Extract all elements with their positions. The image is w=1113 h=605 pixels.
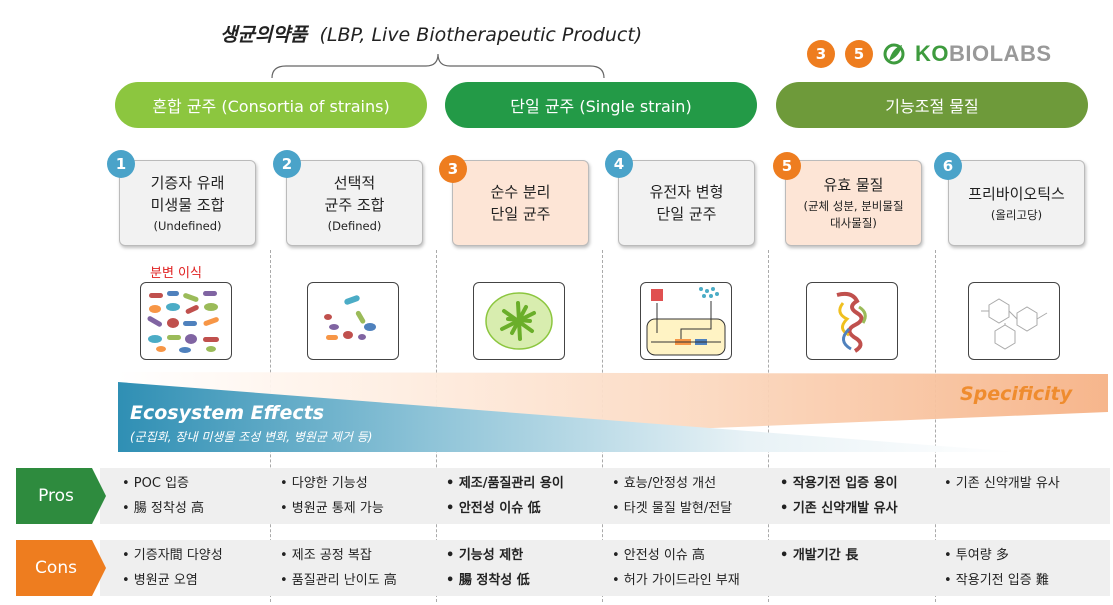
cons-cell: • 개발기간 長 [780,548,859,563]
number-badge: 3 [439,155,467,183]
pros-cell: • 작용기전 입증 용이• 기존 신약개발 유사 [780,476,898,516]
card-title: 순수 분리 단일 균주 [490,183,551,223]
card-pure-isolate: 순수 분리 단일 균주 [452,160,589,246]
cons-arrow [16,540,106,596]
column-divider [768,250,769,602]
logo-badge-5: 5 [845,40,873,68]
card-subtitle: (올리고당) [990,207,1043,222]
kobiolabs-logo: 3 5 KOBIOLABS [807,40,1052,68]
number-badge: 2 [273,150,301,178]
number-badge: 6 [934,152,962,180]
pros-cell: • 제조/품질관리 용이• 안전성 이슈 低 [446,476,564,516]
card-gmo-strain: 유전자 변형 단일 균주 [618,160,755,246]
column-divider [935,250,936,602]
header-consortia: 혼합 균주 (Consortia of strains) [115,82,427,128]
card-selective-combo: 선택적 균주 조합 (Defined) [286,160,423,246]
pros-row [100,468,1110,524]
oligosaccharide-illustration [968,282,1060,360]
pros-cell: • 효능/안정성 개선• 타겟 물질 발현/전달 [612,476,733,516]
cons-label: Cons [35,558,77,578]
number-badge: 4 [605,150,633,178]
card-prebiotics: 프리바이오틱스 (올리고당) [948,160,1085,246]
page-title: 생균의약품 (LBP, Live Biotherapeutic Product) [220,24,643,46]
card-subtitle: (Undefined) [153,218,222,233]
number-badge: 5 [773,152,801,180]
pros-cell: • POC 입증• 腸 정착성 高 [122,476,204,516]
selected-strains-illustration [307,282,399,360]
pros-cell: • 다양한 기능성• 병원균 통제 가능 [280,476,384,516]
cons-cell: • 안전성 이슈 高• 허가 가이드라인 부재 [612,548,740,588]
single-strain-illustration [473,282,565,360]
cons-cell: • 기증자間 다양성• 병원균 오염 [122,548,223,588]
ecosystem-label: Ecosystem Effects [130,402,325,424]
specificity-label: Specificity [960,383,1073,405]
gene-circuit-illustration [640,282,732,360]
cons-row [100,540,1110,596]
card-subtitle: (균체 성분, 분비물질 대사물질) [803,199,904,230]
header-modulators: 기능조절 물질 [776,82,1088,128]
card-active-substance: 유효 물질 (균체 성분, 분비물질 대사물질) [785,160,922,246]
mixed-microbes-illustration [140,282,232,360]
fmt-note: 분변 이식 [150,266,202,281]
leaf-icon [883,43,905,65]
card-title: 프리바이오틱스 [968,184,1065,203]
pros-cell: • 기존 신약개발 유사 [944,476,1060,491]
header-single-strain: 단일 균주 (Single strain) [445,82,757,128]
effects-gradient [118,372,1108,452]
logo-badge-3: 3 [807,40,835,68]
cons-cell: • 제조 공정 복잡• 품질관리 난이도 高 [280,548,397,588]
cons-cell: • 기능성 제한• 腸 정착성 低 [446,548,530,588]
card-title: 선택적 균주 조합 [324,173,385,214]
card-donor-derived: 기증자 유래 미생물 조합 (Undefined) [119,160,256,246]
card-title: 기증자 유래 미생물 조합 [150,173,225,214]
card-title: 유효 물질 [823,176,884,194]
number-badge: 1 [107,150,135,178]
pros-arrow [16,468,106,524]
card-subtitle: (Defined) [327,218,382,233]
protein-structure-illustration [806,282,898,360]
cons-cell: • 투여량 多• 작용기전 입증 難 [944,548,1049,588]
card-title: 유전자 변형 단일 균주 [649,183,724,223]
ecosystem-sublabel: (군집화, 장내 미생물 조성 변화, 병원균 제거 등) [130,430,373,444]
brace-bracket [271,53,605,79]
logo-wordmark: KOBIOLABS [915,41,1052,66]
pros-label: Pros [38,486,74,506]
